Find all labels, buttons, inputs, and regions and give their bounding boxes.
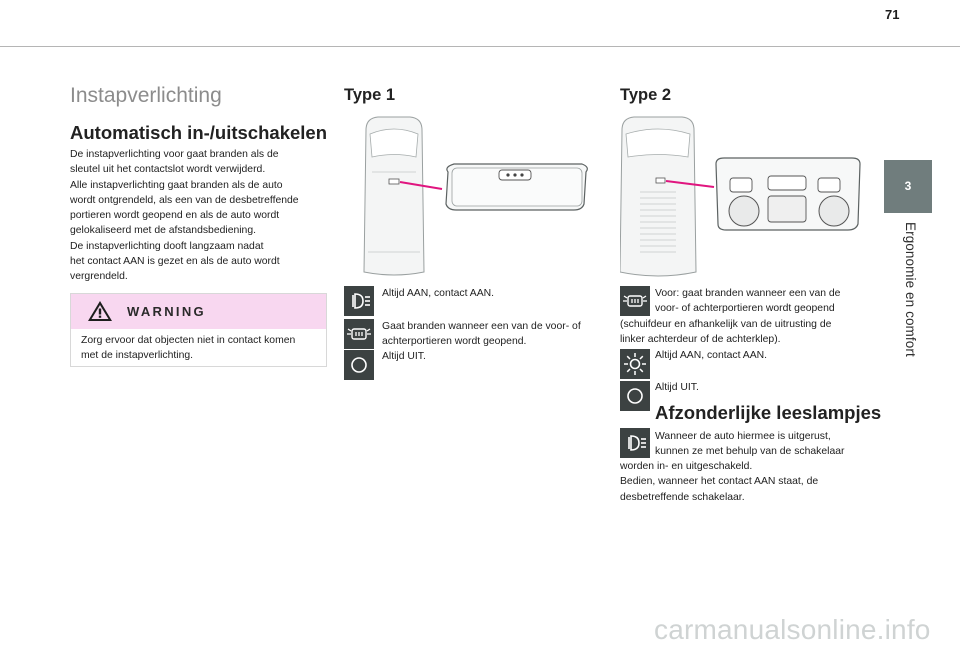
- type1-item-3-text: Altijd UIT.: [382, 351, 426, 362]
- type2-item-1-text-cont: (schuifdeur en afhankelijk van de uitrus…: [620, 319, 832, 346]
- top-divider: [0, 46, 960, 47]
- chapter-title: Ergonomie en comfort: [903, 222, 918, 357]
- type1-headlight-icon: [344, 286, 374, 316]
- subtitle-automatic: Automatisch in-/uitschakelen: [70, 122, 327, 143]
- warning-triangle-icon: [88, 301, 112, 321]
- warning-text: Zorg ervoor dat objecten niet in contact…: [81, 335, 296, 362]
- watermark: carmanualsonline.info: [654, 614, 931, 645]
- warning-box: WARNING Zorg ervoor dat objecten niet in…: [70, 293, 327, 367]
- type2-door-light-icon: [620, 286, 650, 316]
- type2-off-icon: [620, 381, 650, 411]
- reading-headlight-icon: [620, 428, 650, 458]
- type1-item-1-text: Altijd AAN, contact AAN.: [382, 288, 495, 299]
- page-number: 71: [885, 7, 900, 22]
- type2-item-2-text: Altijd AAN, contact AAN.: [655, 350, 768, 361]
- type2-heading: Type 2: [620, 86, 672, 104]
- warning-title: WARNING: [127, 304, 206, 319]
- type1-van-illustration: [363, 116, 588, 276]
- reading-text-cont: worden in- en uitgeschakeld. Bedien, wan…: [620, 461, 819, 503]
- reading-text: Wanneer de auto hiermee is uitgerust, ku…: [655, 431, 845, 458]
- type2-sun-icon: [620, 349, 650, 379]
- type1-heading: Type 1: [344, 86, 396, 104]
- type1-off-icon: [344, 350, 374, 380]
- reading-lamps-heading: Afzonderlijke leeslampjes: [655, 402, 882, 423]
- type2-van-illustration: [620, 116, 861, 277]
- type1-door-light-icon: [344, 319, 374, 349]
- warning-header: WARNING: [71, 294, 326, 329]
- type2-item-3-text: Altijd UIT.: [655, 382, 699, 393]
- type1-item-2-text: Gaat branden wanneer een van de voor- of…: [382, 321, 581, 348]
- section-title: Instapverlichting: [70, 84, 222, 107]
- type2-item-1-text: Voor: gaat branden wanneer een van de vo…: [655, 288, 841, 315]
- intro-paragraph: De instapverlichting voor gaat branden a…: [70, 149, 299, 283]
- chapter-tab[interactable]: 3: [884, 160, 932, 213]
